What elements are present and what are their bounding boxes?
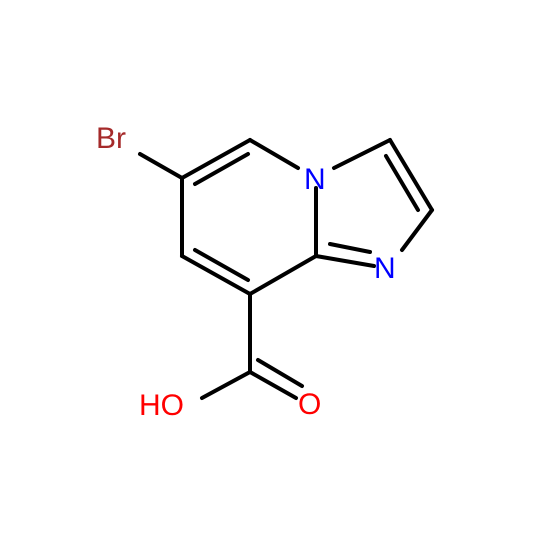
bond-c6-br xyxy=(138,152,184,180)
bond-c3-c2-double xyxy=(384,154,420,212)
bond-c8-c7 xyxy=(180,254,252,296)
bond-c3-c2 xyxy=(388,138,434,212)
bond-c6-c5 xyxy=(180,138,252,180)
bond-n1-c8a xyxy=(314,254,376,268)
bond-c2-n1 xyxy=(400,208,434,252)
atom-br: Br xyxy=(96,122,126,155)
bond-c6-c5-double xyxy=(193,152,250,186)
bond-n4-c3 xyxy=(332,138,392,170)
bond-carboxyl-o xyxy=(248,370,298,400)
bond-c5-n4 xyxy=(248,138,300,170)
bond-c8a-c8 xyxy=(248,254,318,296)
bond-carboxyl-o-double xyxy=(256,358,304,388)
atom-n-ring: N xyxy=(374,252,396,285)
bond-carboxyl-oh xyxy=(200,370,252,400)
atom-hydroxyl: HO xyxy=(139,389,184,422)
bond-n1-c8a-double xyxy=(328,242,372,254)
bond-c8-c7-double xyxy=(193,248,250,282)
atom-n-bridgehead: N xyxy=(304,163,326,196)
atom-carbonyl-o: O xyxy=(298,388,321,421)
